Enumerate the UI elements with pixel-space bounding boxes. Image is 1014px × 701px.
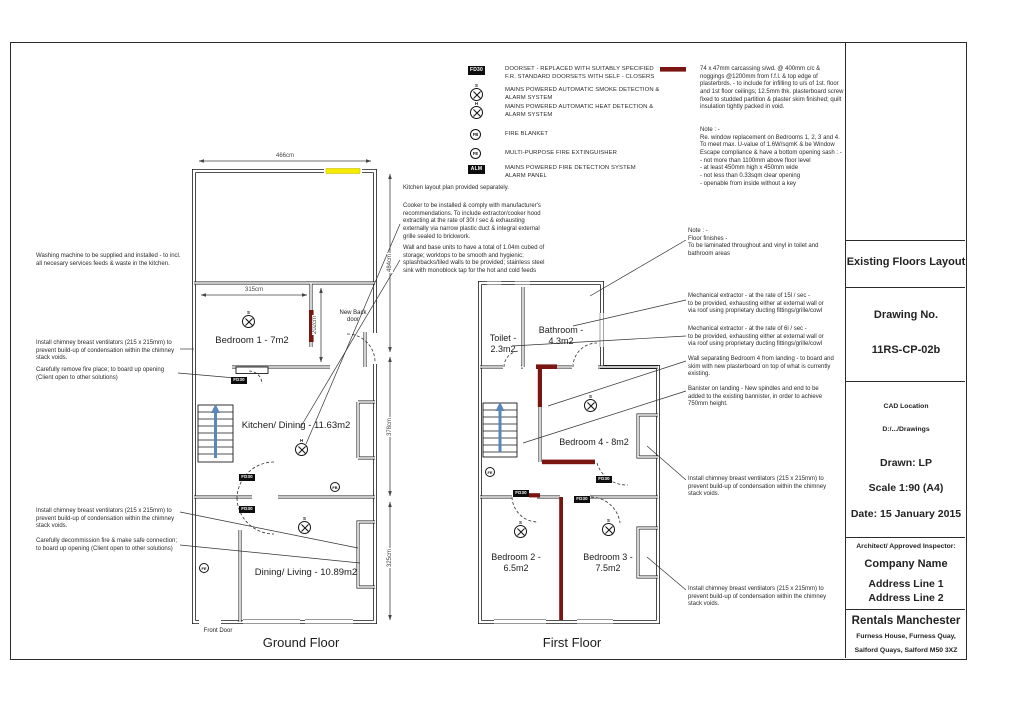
note-floor-finishes: Note : - Floor finishes - To be laminate… — [688, 228, 819, 258]
fd30-tag-bedroom1: FD30 — [231, 377, 247, 384]
smoke-detector-bedroom3: S — [602, 517, 615, 536]
room-label-bedroom4: Bedroom 4 - 8m2 — [559, 437, 629, 447]
fire-extinguisher-landing-ff: FE — [485, 467, 495, 477]
note-carcassing: 74 x 47mm carcassing s/wd. @ 400mm c/c &… — [700, 66, 844, 111]
room-label-bedroom2: Bedroom 2 - 6.5m2 — [491, 552, 541, 574]
fd30-tag-kitchen: FD30 — [239, 474, 255, 481]
title-block-divider — [845, 537, 965, 538]
fire-extinguisher-hall-gf: FE — [199, 563, 209, 573]
leader-lines — [177, 223, 687, 591]
ground-floor-walls — [192, 167, 380, 626]
company-name: Company Name — [864, 558, 948, 570]
note-window-replacement: Note : - Re. window replacement on Bedro… — [700, 127, 842, 187]
ground-floor-title: Ground Floor — [262, 635, 340, 650]
sheet-border — [10, 42, 967, 660]
heat-detector-icon: H — [470, 100, 483, 119]
dim-484cm: 484cm — [387, 252, 393, 274]
fd30-tag-bedroom2: FD30 — [513, 490, 529, 497]
new-back-door-label: New Back door — [339, 310, 367, 324]
new-fire-door-bedroom1 — [309, 310, 314, 342]
fd30-doorset-icon: FD30 — [468, 66, 485, 75]
front-door-label: Front Door — [203, 628, 233, 634]
note-banister: Banister on landing - New spindles and e… — [688, 386, 823, 408]
fd30-tag-bedroom4: FD30 — [596, 476, 612, 483]
note-remove-fireplace: Carefully remove fire place; to board up… — [36, 367, 165, 381]
note-chimney-vent-4: Install chimney breast ventilators (215 … — [688, 586, 827, 608]
chimney-breast — [235, 366, 269, 374]
title-block-divider — [845, 240, 965, 241]
drawing-no-value: 11RS-CP-02b — [871, 344, 941, 356]
title-block-left-edge — [845, 42, 846, 658]
ground-floor-stairs — [197, 404, 234, 463]
firm-address-2: Salford Quays, Salford M50 3XZ — [854, 647, 958, 654]
note-wall-base-units: Wall and base units to have a total of 1… — [403, 245, 545, 275]
room-label-bedroom3: Bedroom 3 - 7.5m2 — [583, 552, 633, 574]
stair-direction-arrow — [495, 402, 505, 411]
room-label-bedroom1: Bedroom 1 - 7m2 — [215, 335, 289, 346]
dim-315cm: 315cm — [243, 287, 265, 293]
fire-blanket-kitchen: FB — [330, 482, 340, 492]
fd30-tag-bedroom3: FD30 — [574, 496, 590, 503]
note-extractor-6: Mechanical extractor - at the rate of 6l… — [688, 326, 824, 348]
drawing-no-label: Drawing No. — [873, 309, 939, 321]
drawn-by: Drawn: LP — [880, 457, 932, 469]
title-block-divider — [845, 609, 965, 610]
smoke-detector-dining: S — [298, 515, 311, 534]
smoke-detector-bedroom1: S — [242, 309, 255, 328]
cad-location-label: CAD Location — [883, 403, 929, 410]
first-floor-title: First Floor — [542, 635, 602, 650]
firm-address-1: Furness House, Furness Quay, — [856, 633, 956, 640]
dim-378cm: 378cm — [387, 416, 393, 438]
scale: Scale 1:90 (A4) — [868, 482, 944, 494]
date: Date: 15 January 2015 — [850, 508, 962, 520]
legend-item-fire-extinguisher: MULTI-PURPOSE FIRE EXTINGUISHER — [505, 150, 617, 156]
dim-466cm: 466cm — [274, 153, 296, 159]
first-floor-stairs — [482, 402, 518, 458]
alarm-panel-icon: ALM — [468, 165, 485, 174]
new-partition-swatch — [660, 67, 686, 72]
smoke-detector-bedroom2: S — [514, 519, 527, 538]
note-extractor-15: Mechanical extractor - at the rate of 15… — [688, 293, 824, 315]
fd30-tag-dining: FD30 — [239, 506, 255, 513]
firm-name: Rentals Manchester — [851, 615, 961, 627]
sheet-title: Existing Floors Layout — [846, 256, 966, 268]
legend-item-doorset: DOORSET - REPLACED WITH SUITABLY SPECIFI… — [505, 66, 655, 80]
heat-detector-kitchen: H — [295, 437, 308, 456]
highlighted-new-window — [325, 168, 361, 174]
note-chimney-vent-3: Install chimney breast ventilators (215 … — [688, 476, 827, 498]
room-label-toilet: Toilet - 2.3m2 — [489, 333, 517, 355]
room-label-dining-living: Dining/ Living - 10.89m2 — [254, 567, 358, 578]
note-chimney-vent-1: Install chimney breast ventilators (215 … — [36, 340, 175, 362]
note-bedroom4-wall: Wall separating Bedroom 4 from landing -… — [688, 356, 834, 378]
title-block-divider — [845, 381, 965, 382]
note-kitchen-layout: Kitchen layout plan provided separately. — [403, 185, 509, 191]
note-cooker: Cooker to be installed & comply with man… — [403, 203, 541, 240]
first-floor-walls — [478, 279, 660, 626]
note-chimney-vent-2: Install chimney breast ventilators (215 … — [36, 508, 175, 530]
title-block-divider — [845, 287, 965, 288]
smoke-detector-icon: S — [470, 82, 483, 101]
smoke-detector-landing: S — [584, 393, 597, 412]
dimension-lines — [198, 159, 392, 621]
dim-325cm: 325cm — [387, 547, 393, 569]
stair-direction-arrow — [211, 404, 220, 413]
room-label-bathroom: Bathroom - 4.3m2 — [538, 325, 584, 347]
legend-item-fire-blanket: FIRE BLANKET — [505, 131, 549, 137]
dim-202cm: 202cm — [312, 314, 318, 336]
new-partition-walls — [529, 364, 595, 620]
room-label-kitchen-dining: Kitchen/ Dining - 11.63m2 — [241, 420, 351, 431]
cad-location-value: D:/.../Drawings — [882, 426, 930, 433]
legend-item-smoke: MAINS POWERED AUTOMATIC SMOKE DETECTION … — [505, 87, 660, 101]
address-line-2: Address Line 2 — [868, 592, 944, 604]
address-line-1: Address Line 1 — [868, 578, 944, 590]
note-decommission-fire: Carefully decommission fire & make safe … — [36, 538, 178, 552]
note-washing-machine: Washing machine to be supplied and insta… — [36, 253, 181, 267]
fire-blanket-icon: FB — [470, 129, 481, 140]
legend-item-alarm-panel: MAINS POWERED FIRE DETECTION SYSTEM ALAR… — [505, 165, 636, 179]
inspector-label: Architect/ Approved Inspector: — [856, 543, 956, 550]
fire-extinguisher-icon: FE — [470, 148, 481, 159]
legend-item-heat: MAINS POWERED AUTOMATIC HEAT DETECTION &… — [505, 104, 654, 118]
